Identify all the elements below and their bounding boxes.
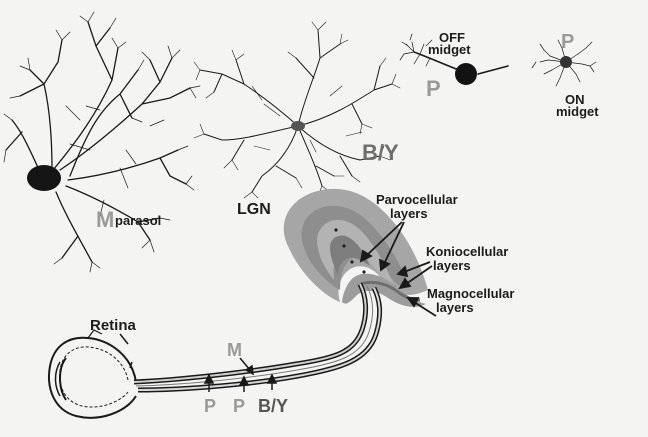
lgn-title: LGN (237, 201, 271, 218)
parasol-cell (4, 12, 200, 272)
on-midget-letter: P (561, 31, 574, 53)
magno-label-line2: layers (436, 300, 474, 315)
pathway-by-label: B/Y (258, 396, 288, 416)
pathway-p1-label: P (204, 396, 216, 416)
on-midget-line2: midget (556, 104, 599, 119)
pathway-m-label: M (227, 340, 242, 360)
parvo-label-line2: layers (390, 206, 428, 221)
eye (49, 330, 136, 418)
off-midget-line2: midget (428, 42, 471, 57)
on-midget-soma (560, 56, 572, 68)
bistratified-soma (291, 121, 305, 131)
konio-label-line2: layers (433, 258, 471, 273)
magno-label-line1: Magnocellular (427, 286, 514, 301)
parasol-label: parasol (115, 213, 161, 228)
parvo-label-line1: Parvocellular (376, 192, 458, 207)
konio-label-line1: Koniocellular (426, 244, 508, 259)
pathway-p2-label: P (233, 396, 245, 416)
off-midget-soma (455, 63, 477, 85)
bistratified-label: B/Y (362, 140, 399, 165)
off-midget-letter: P (426, 76, 441, 101)
retina-pointer (120, 334, 128, 344)
bistratified-cell (194, 22, 400, 198)
retina-title: Retina (90, 317, 137, 334)
parasol-letter: M (96, 207, 114, 232)
parasol-soma (27, 165, 61, 191)
